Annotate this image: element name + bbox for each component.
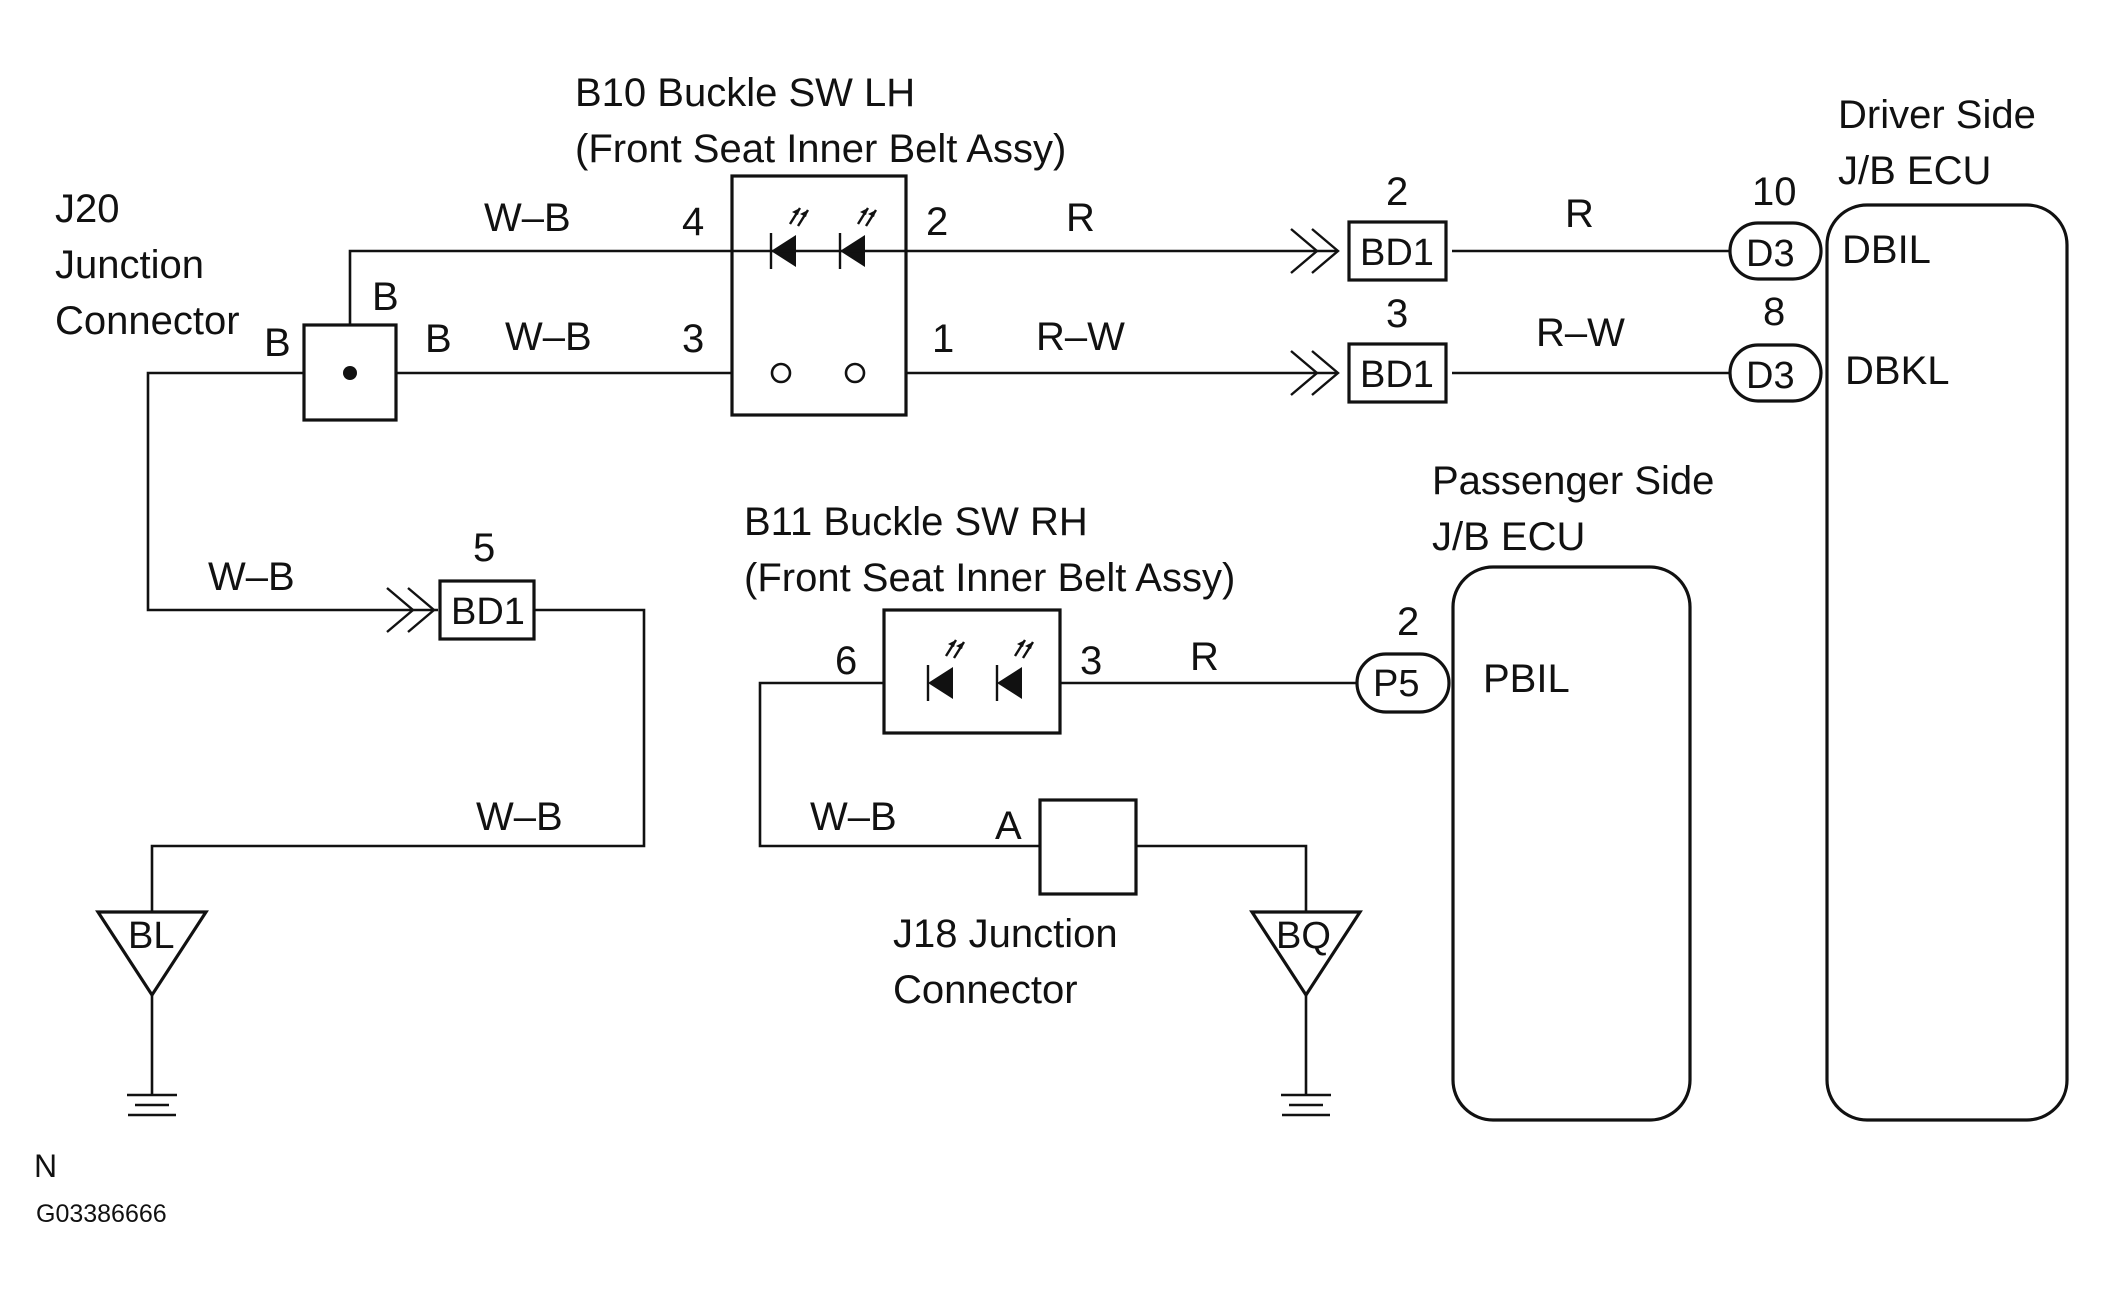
b11-led-icon-2 bbox=[995, 639, 1035, 701]
b11-subtitle: (Front Seat Inner Belt Assy) bbox=[744, 556, 1235, 600]
b10-pin-3: 3 bbox=[682, 317, 704, 361]
d3-top-label: D3 bbox=[1746, 233, 1795, 275]
wire-label-r-b11: R bbox=[1190, 635, 1219, 679]
b11-pin-6: 6 bbox=[835, 639, 857, 683]
wire-label-wb-left-low: W–B bbox=[208, 555, 295, 599]
wire-j20-left-down bbox=[146, 371, 438, 612]
wire-j18-to-bq bbox=[1136, 844, 1308, 912]
j18-box bbox=[1038, 798, 1138, 896]
driver-ecu-title-line1: Driver Side bbox=[1838, 93, 2036, 137]
b11-title: B11 Buckle SW RH bbox=[744, 500, 1088, 544]
wire-label-rw-mid: R–W bbox=[1036, 315, 1125, 359]
b10-subtitle: (Front Seat Inner Belt Assy) bbox=[575, 127, 1066, 171]
b10-pin-4: 4 bbox=[682, 200, 704, 244]
j20-box bbox=[302, 323, 398, 422]
passenger-ecu-box bbox=[1451, 565, 1692, 1122]
bd1-top-box bbox=[1347, 220, 1448, 282]
bd1-connector-low: BD1 5 bbox=[386, 526, 536, 641]
bd1-low-arrow-icon bbox=[386, 587, 436, 633]
b10-switch-contact-left bbox=[770, 362, 792, 384]
j20-pin-b-top: B bbox=[372, 275, 399, 319]
p5-pin: 2 bbox=[1397, 600, 1419, 644]
ground-bq-label: BQ bbox=[1276, 915, 1331, 957]
j20-pin-b-left: B bbox=[264, 321, 291, 365]
wire-label-wb-top: W–B bbox=[484, 196, 571, 240]
ground-bl-earth-icon bbox=[127, 1093, 177, 1117]
bd1-mid-pin: 3 bbox=[1386, 292, 1408, 336]
passenger-side-jb-ecu: Passenger Side J/B ECU P5 2 PBIL bbox=[1355, 459, 1714, 1122]
signal-pbil: PBIL bbox=[1483, 657, 1570, 701]
wire-label-wb-b11: W–B bbox=[810, 795, 897, 839]
j18-label-line1: J18 Junction bbox=[893, 912, 1118, 956]
wire-label-r-top: R bbox=[1066, 196, 1095, 240]
p5-label: P5 bbox=[1373, 663, 1419, 705]
j20-junction-connector: J20 Junction Connector B B B bbox=[55, 187, 452, 422]
wire-b11-pin6-to-j18 bbox=[758, 681, 1040, 848]
j18-label-line2: Connector bbox=[893, 968, 1078, 1012]
bd1-mid-box bbox=[1347, 342, 1448, 404]
j18-pin-a: A bbox=[995, 804, 1022, 848]
bd1-top-label: BD1 bbox=[1360, 232, 1434, 274]
b11-buckle-switch-rh: B11 Buckle SW RH (Front Seat Inner Belt … bbox=[744, 500, 1235, 735]
passenger-ecu-title-line1: Passenger Side bbox=[1432, 459, 1714, 503]
bd1-top-arrow-icon bbox=[1290, 228, 1340, 274]
j18-junction-connector: A J18 Junction Connector bbox=[893, 798, 1138, 1012]
bd1-mid-label: BD1 bbox=[1360, 354, 1434, 396]
d3-top-pin: 10 bbox=[1752, 170, 1797, 214]
d3-mid-connector bbox=[1728, 343, 1823, 403]
d3-mid-pin: 8 bbox=[1763, 290, 1785, 334]
b11-pin-3: 3 bbox=[1080, 639, 1102, 683]
j20-pin-b-right: B bbox=[425, 317, 452, 361]
wire-labels: W–B R R W–B R–W R–W W–B W–B R W–B bbox=[208, 192, 1625, 839]
j20-label-line2: Junction bbox=[55, 243, 204, 287]
b10-buckle-switch-lh: B10 Buckle SW LH (Front Seat Inner Belt … bbox=[575, 71, 1066, 417]
wire-label-r-right: R bbox=[1565, 192, 1594, 236]
driver-ecu-title-line2: J/B ECU bbox=[1838, 149, 1991, 193]
bd1-connector-top: BD1 2 bbox=[1290, 170, 1448, 282]
bd1-low-pin: 5 bbox=[473, 526, 495, 570]
bd1-top-pin: 2 bbox=[1386, 170, 1408, 214]
ground-bq-triangle bbox=[1249, 910, 1363, 998]
b11-box bbox=[882, 608, 1062, 735]
b10-switch-contact-right bbox=[844, 362, 866, 384]
ground-bl: BL bbox=[95, 910, 209, 1117]
b10-pin-2: 2 bbox=[926, 200, 948, 244]
ground-bq-earth-icon bbox=[1281, 1093, 1331, 1117]
ground-bl-label: BL bbox=[128, 915, 174, 957]
wire-label-wb-mid: W–B bbox=[505, 315, 592, 359]
j20-label-line3: Connector bbox=[55, 299, 240, 343]
driver-ecu-box bbox=[1825, 203, 2069, 1122]
b10-pin-1: 1 bbox=[932, 317, 954, 361]
signal-dbil: DBIL bbox=[1842, 228, 1931, 272]
driver-side-jb-ecu: Driver Side J/B ECU D3 10 DBIL D3 8 DBKL bbox=[1728, 93, 2069, 1122]
footer-code: G03386666 bbox=[36, 1200, 167, 1228]
b10-title: B10 Buckle SW LH bbox=[575, 71, 915, 115]
d3-top-connector bbox=[1728, 221, 1823, 281]
wire-label-wb-bottom: W–B bbox=[476, 795, 563, 839]
b10-box bbox=[730, 174, 908, 417]
passenger-ecu-title-line2: J/B ECU bbox=[1432, 515, 1585, 559]
wire-bd1-to-bl bbox=[150, 608, 646, 912]
signal-dbkl: DBKL bbox=[1845, 349, 1950, 393]
ground-bq: BQ bbox=[1249, 910, 1363, 1117]
bd1-connector-mid: BD1 3 bbox=[1290, 292, 1448, 404]
bd1-low-box bbox=[438, 579, 536, 641]
d3-mid-label: D3 bbox=[1746, 355, 1795, 397]
bd1-low-label: BD1 bbox=[451, 591, 525, 633]
p5-connector bbox=[1355, 652, 1451, 714]
ground-bl-triangle bbox=[95, 910, 209, 998]
wire-label-rw-right: R–W bbox=[1536, 311, 1625, 355]
footer-letter: N bbox=[34, 1148, 57, 1184]
j20-label-line1: J20 bbox=[55, 187, 120, 231]
bd1-mid-arrow-icon bbox=[1290, 350, 1340, 396]
b11-led-icon-1 bbox=[926, 639, 966, 701]
j20-splice-dot bbox=[343, 366, 357, 380]
